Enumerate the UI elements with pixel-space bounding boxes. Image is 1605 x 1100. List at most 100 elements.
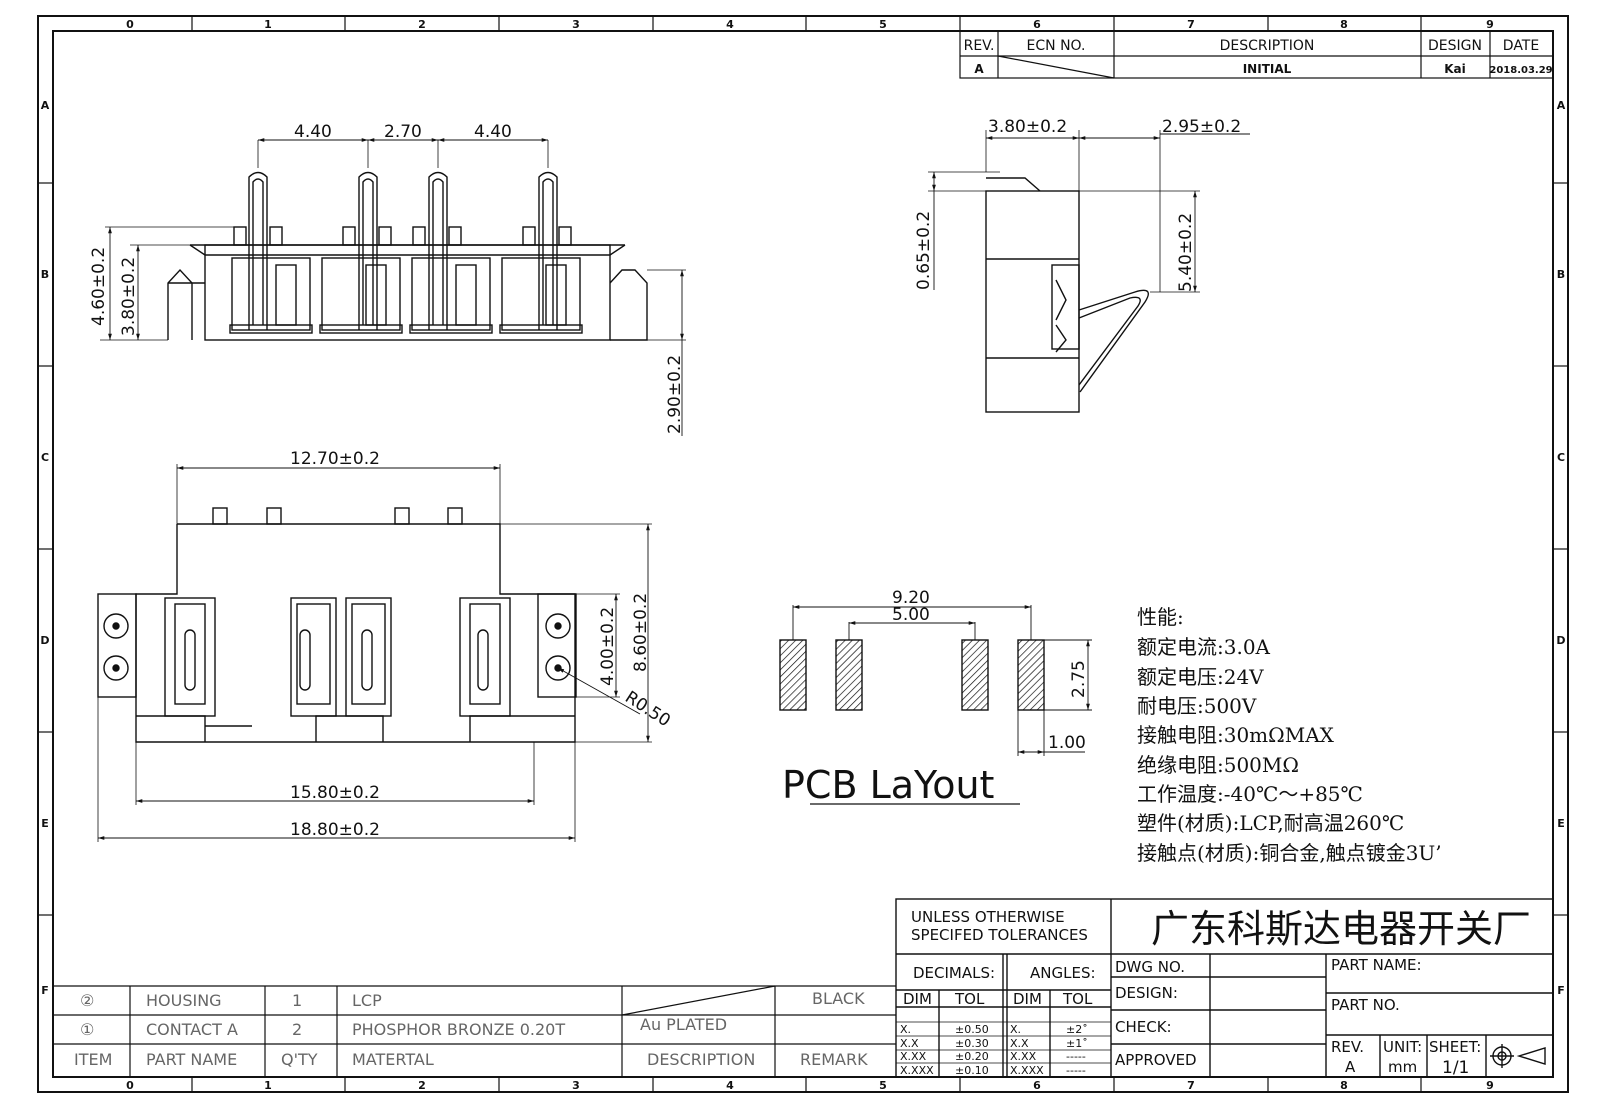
- dim-pitch-3: 4.40: [474, 122, 512, 142]
- specs-heading: 性能:: [1137, 605, 1184, 629]
- dim-side-offset: 0.65±0.2: [914, 211, 934, 290]
- spec-line-7: 塑件(材质):LCP,耐高温260℃: [1137, 811, 1404, 835]
- zone-row-e: E: [41, 817, 49, 830]
- ang-row-3-tol: -----: [1066, 1050, 1086, 1063]
- zone-col-7-bottom: 7: [1187, 1079, 1195, 1092]
- dim-top-depth-total: 8.60±0.2: [631, 593, 651, 672]
- zone-row-b: B: [41, 268, 49, 281]
- rev-label: REV.: [1331, 1038, 1364, 1056]
- ang-row-4-tol: -----: [1066, 1064, 1086, 1077]
- zone-row-b-right: B: [1557, 268, 1565, 281]
- dim-height-total: 4.60±0.2: [89, 247, 109, 326]
- design-label: DESIGN:: [1115, 984, 1178, 1002]
- zone-row-a-right: A: [1557, 99, 1566, 112]
- bom-row-2-description: Au PLATED: [640, 1015, 727, 1034]
- dec-row-1-dim: X.: [900, 1023, 911, 1036]
- zone-row-f-right: F: [1557, 984, 1565, 997]
- company-name: 广东科斯达电器开关厂: [1151, 907, 1531, 951]
- rev-value: A: [974, 62, 984, 76]
- zone-col-0: 0: [126, 18, 134, 31]
- revision-block: REV. ECN NO. DESCRIPTION DESIGN DATE A I…: [959, 30, 1554, 79]
- bom-row-1-material: LCP: [352, 991, 382, 1010]
- zone-col-4-bottom: 4: [726, 1079, 734, 1092]
- zone-row-c-right: C: [1557, 451, 1565, 464]
- zone-col-5-bottom: 5: [879, 1079, 887, 1092]
- spec-line-1: 额定电流:3.0A: [1137, 635, 1271, 659]
- bom-row-2-part-name: CONTACT A: [146, 1020, 238, 1039]
- zone-row-a: A: [41, 99, 50, 112]
- zone-col-3-bottom: 3: [572, 1079, 580, 1092]
- dim-height-body: 3.80±0.2: [119, 257, 139, 336]
- dim-top-width: 12.70±0.2: [290, 449, 380, 469]
- pcb-dim-pad-height: 2.75: [1069, 660, 1089, 698]
- date-value: 2018.03.29: [1489, 65, 1552, 76]
- description-value: INITIAL: [1243, 62, 1292, 76]
- date-header: DATE: [1503, 38, 1539, 54]
- zone-col-0-bottom: 0: [126, 1079, 134, 1092]
- dim-header-dec: DIM: [903, 990, 932, 1008]
- bom-row-2-item: ①: [80, 1020, 94, 1039]
- ang-row-3-dim: X.XX: [1010, 1050, 1037, 1063]
- pcb-dim-pad-width: 1.00: [1048, 733, 1086, 753]
- dec-row-2-dim: X.X: [900, 1037, 919, 1050]
- pcb-dim-outer: 9.20: [892, 588, 930, 608]
- ang-row-2-tol: ±1˚: [1066, 1037, 1088, 1050]
- dim-pitch-1: 4.40: [294, 122, 332, 142]
- design-header: DESIGN: [1428, 38, 1482, 54]
- spec-line-5: 绝缘电阻:500MΩ: [1137, 753, 1299, 777]
- bom-row-2-material: PHOSPHOR BRONZE 0.20T: [352, 1020, 565, 1039]
- zone-col-6: 6: [1033, 18, 1041, 31]
- dim-header-ang: DIM: [1013, 990, 1042, 1008]
- spec-line-2: 额定电压:24V: [1137, 665, 1264, 689]
- tol-header-ang: TOL: [1062, 990, 1093, 1008]
- ang-row-4-dim: X.XXX: [1010, 1064, 1044, 1077]
- dim-pitch-2: 2.70: [384, 122, 422, 142]
- rev-header: REV.: [964, 38, 995, 54]
- side-view-dimensions: [932, 133, 1250, 292]
- sheet-label: SHEET:: [1429, 1038, 1481, 1056]
- bom-row-2-qty: 2: [292, 1020, 302, 1039]
- zone-row-e-right: E: [1557, 817, 1565, 830]
- rev-value: A: [1345, 1058, 1356, 1076]
- pcb-pad-4: [1017, 639, 1045, 711]
- bom-header-qty: Q'TY: [281, 1050, 318, 1069]
- approved-label: APPROVED: [1115, 1051, 1197, 1069]
- dec-row-3-tol: ±0.20: [955, 1050, 989, 1063]
- bom-table: ② HOUSING 1 LCP BLACK ① CONTACT A 2 PHOS…: [53, 985, 896, 1077]
- zone-col-6-bottom: 6: [1033, 1079, 1041, 1092]
- specs-block: 性能: 额定电流:3.0A 额定电压:24V 耐电压:500V 接触电阻:30m…: [1137, 605, 1442, 865]
- angles-label: ANGLES:: [1030, 964, 1096, 982]
- zone-row-c: C: [41, 451, 49, 464]
- sheet-value: 1/1: [1442, 1058, 1469, 1078]
- top-view-dimensions: [98, 466, 650, 840]
- zone-col-2-bottom: 2: [418, 1079, 426, 1092]
- tolerance-note-1: UNLESS OTHERWISE: [911, 908, 1065, 926]
- pcb-pad-2: [835, 639, 863, 711]
- dim-side-height: 5.40±0.2: [1176, 213, 1196, 292]
- zone-col-1: 1: [264, 18, 272, 31]
- design-value: Kai: [1444, 62, 1466, 76]
- zone-row-f: F: [41, 984, 49, 997]
- dim-total-width: 18.80±0.2: [290, 820, 380, 840]
- side-view: [928, 130, 1200, 413]
- part-name-label: PART NAME:: [1331, 956, 1422, 974]
- zone-col-1-bottom: 1: [264, 1079, 272, 1092]
- bom-header-material: MATERTAL: [352, 1050, 434, 1069]
- dim-mid-width: 15.80±0.2: [290, 783, 380, 803]
- unit-label: UNIT:: [1383, 1038, 1422, 1056]
- ecn-header: ECN NO.: [1027, 38, 1086, 54]
- bom-header-part-name: PART NAME: [146, 1050, 237, 1069]
- bom-row-1-item: ②: [80, 991, 94, 1010]
- unit-value: mm: [1388, 1058, 1417, 1076]
- tol-header-dec: TOL: [954, 990, 985, 1008]
- dec-row-3-dim: X.XX: [900, 1050, 927, 1063]
- zone-col-8: 8: [1340, 18, 1348, 31]
- bom-header-remark: REMARK: [800, 1050, 868, 1069]
- spec-line-6: 工作温度:-40℃～+85℃: [1137, 782, 1363, 806]
- description-header: DESCRIPTION: [1220, 38, 1315, 54]
- bom-row-1-part-name: HOUSING: [146, 991, 222, 1010]
- bom-row-1-remark: BLACK: [812, 989, 865, 1008]
- bom-header-description: DESCRIPTION: [647, 1050, 755, 1069]
- dec-row-1-tol: ±0.50: [955, 1023, 989, 1036]
